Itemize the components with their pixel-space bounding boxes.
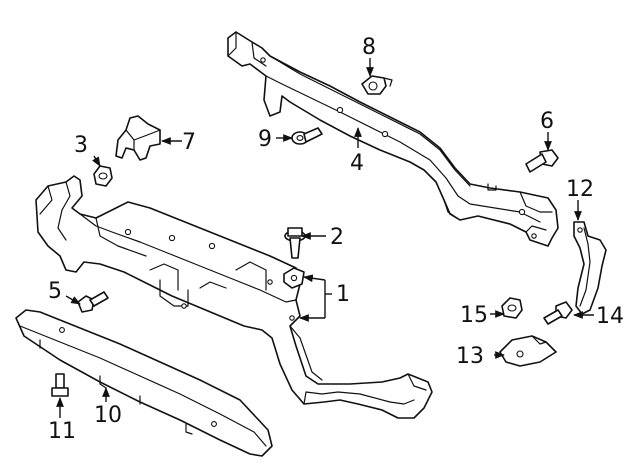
lower-support-assembly[interactable] [35, 175, 433, 419]
callout-1: 1 [336, 282, 350, 307]
bolt-9[interactable] [291, 127, 323, 145]
leader-lines [56, 58, 594, 418]
callout-3: 3 [74, 133, 88, 158]
bolt-2[interactable] [284, 227, 306, 259]
bracket-13[interactable] [499, 335, 557, 367]
nut-3[interactable] [93, 165, 113, 187]
callout-8: 8 [362, 35, 376, 60]
bolt-5[interactable] [77, 291, 109, 313]
callout-11: 11 [48, 419, 76, 444]
callout-2: 2 [330, 225, 344, 250]
callout-5: 5 [48, 279, 62, 304]
callout-10: 10 [94, 403, 122, 428]
bracket-7[interactable] [115, 115, 161, 161]
callout-13: 13 [456, 344, 484, 369]
clip-8[interactable] [361, 75, 393, 95]
cage-nut[interactable] [283, 267, 305, 289]
callout-9: 9 [258, 127, 272, 152]
bolt-11[interactable] [51, 373, 69, 397]
nut-15[interactable] [501, 297, 523, 319]
bolt-14[interactable] [543, 301, 573, 325]
upper-support-bar[interactable] [227, 31, 559, 247]
callout-15: 15 [460, 303, 488, 328]
callout-6: 6 [540, 109, 554, 134]
callout-14: 14 [596, 304, 624, 329]
lower-deflector[interactable] [15, 309, 273, 457]
callout-7: 7 [182, 130, 196, 155]
bolt-6[interactable] [525, 149, 559, 173]
bracket-12[interactable] [573, 221, 607, 315]
callout-4: 4 [350, 151, 364, 176]
callout-12: 12 [566, 177, 594, 202]
callout-labels: 1 2 3 4 5 6 7 8 9 10 11 12 13 14 15 [48, 35, 624, 444]
